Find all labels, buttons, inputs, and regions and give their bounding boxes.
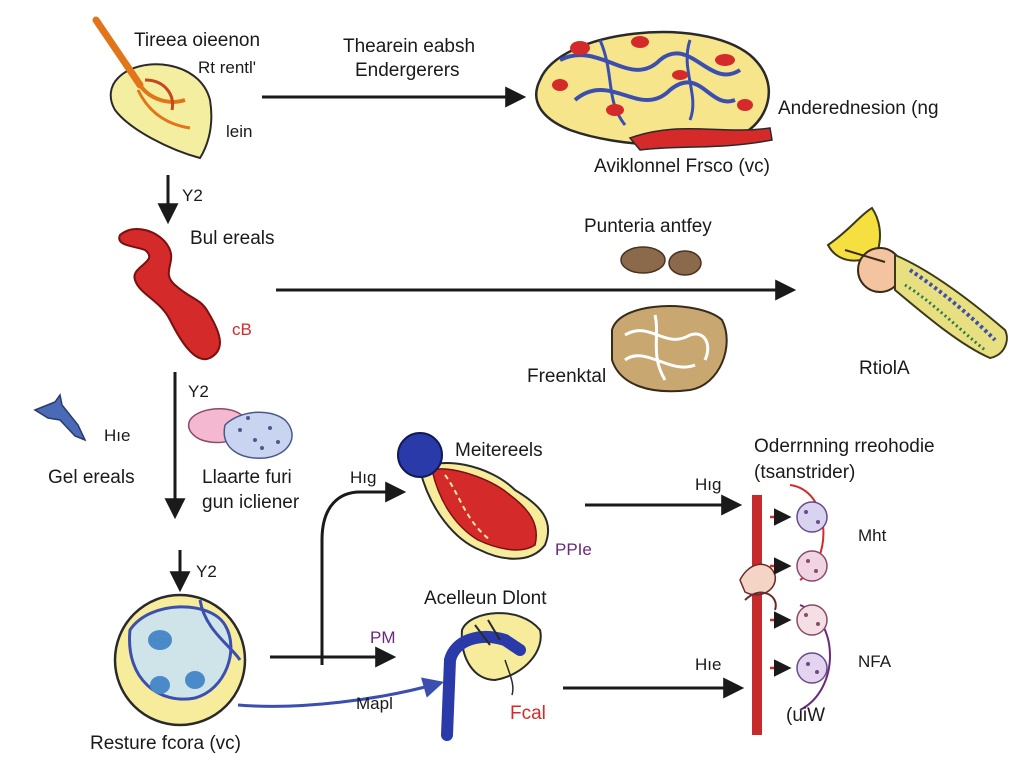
top-left-organ — [92, 16, 213, 160]
label-right-mht: Mht — [858, 526, 887, 545]
micro-structure — [397, 432, 550, 560]
label-top-right-side: Anderednesion (ng — [778, 98, 939, 119]
label-top-left-line2: Rt rentl' — [198, 58, 257, 77]
label-right-mid-caption: RtiolA — [859, 358, 910, 379]
label-bottom-center-title: Acelleun Dlont — [424, 588, 547, 609]
label-top-arrow-line1: Thearein eabsh — [343, 36, 476, 57]
label-micro-small: PPIe — [555, 540, 592, 559]
label-y2-c: Y2 — [196, 562, 217, 581]
label-left-gel: Gel ereals — [48, 467, 135, 488]
label-top-left-small: lein — [226, 122, 253, 141]
label-mid-left-line1: Llaarte furi — [202, 467, 292, 488]
label-red-blob: Bul ereals — [190, 228, 275, 249]
cell-cluster — [188, 408, 293, 459]
label-top-right-caption: Aviklonnel Frsco (vc) — [594, 156, 770, 177]
label-hg-a: Hıg — [350, 468, 377, 487]
red-blob — [118, 228, 221, 361]
label-right-title-line2: (tsanstrider) — [754, 462, 856, 483]
small-blue-figure — [33, 393, 87, 442]
right-vessel-panel — [739, 484, 831, 735]
bottom-center-organ — [441, 612, 542, 741]
label-top-arrow-line2: Endergerers — [355, 60, 460, 81]
folded-structure — [611, 305, 728, 393]
label-red-blob-small: cB — [232, 320, 252, 339]
label-y2-b: Y2 — [188, 382, 209, 401]
label-pm: PM — [370, 628, 396, 647]
label-left-small-hg: Hıe — [104, 426, 131, 445]
top-right-tissue — [535, 30, 773, 151]
label-bottom-left-caption: Resture fcora (vc) — [90, 733, 241, 754]
label-right-bottom: (uiW — [786, 705, 826, 726]
bottom-left-cell — [113, 593, 247, 727]
label-mid-left-line2: gun icliener — [202, 492, 300, 513]
label-micro-title: Meitereels — [455, 440, 543, 461]
right-funnel-tissue — [826, 206, 1008, 360]
label-right-title-line1: Oderrnning rreohodie — [754, 436, 935, 457]
brown-pellets — [620, 246, 702, 276]
label-y2-a: Y2 — [182, 186, 203, 205]
label-right-nfa: NFA — [858, 652, 892, 671]
label-mapl: Mapl — [356, 694, 393, 713]
label-hg-c: Hıe — [695, 655, 722, 674]
label-middle-caption: Freenktal — [527, 366, 607, 387]
label-fcal: Fcal — [510, 703, 546, 724]
arrow-curve-up — [320, 481, 407, 665]
label-hg-b: Hıg — [695, 475, 722, 494]
arrow-blue-curve — [237, 677, 445, 708]
label-middle-title: Punteria antfey — [584, 216, 712, 237]
label-top-left-line1: Tireea oieenon — [134, 30, 261, 51]
